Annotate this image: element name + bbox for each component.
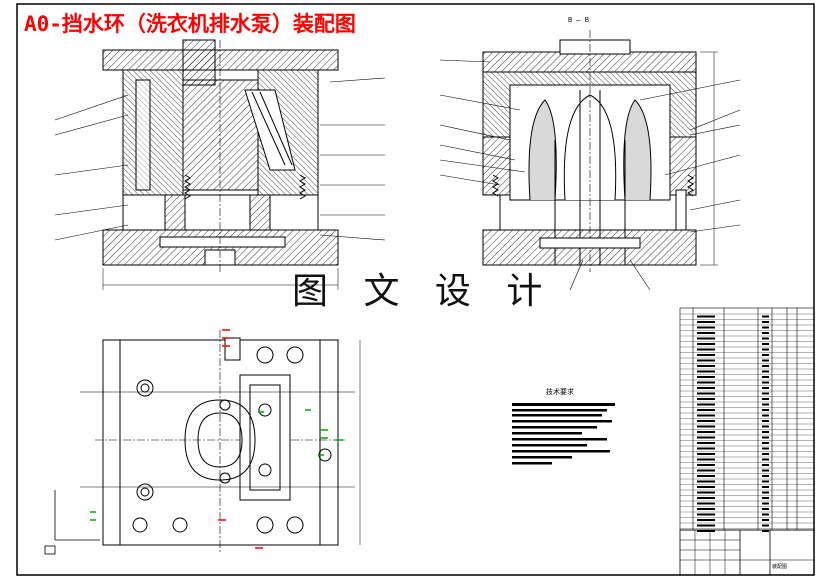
parts-list-cell-mark <box>762 343 769 345</box>
parts-list-cell-mark <box>697 502 715 505</box>
parts-list-cell-mark <box>697 354 715 356</box>
parts-list-cell-mark <box>762 442 769 444</box>
parts-list-cell-mark <box>697 442 715 444</box>
parts-list-cell-mark <box>762 332 769 334</box>
parts-list-cell-mark <box>697 403 715 406</box>
parts-list-cell-mark <box>762 354 769 356</box>
plan-view <box>44 330 361 555</box>
side-section-view <box>439 30 741 291</box>
parts-list-cell-mark <box>697 359 715 362</box>
parts-list-cell-mark <box>762 447 769 450</box>
parts-list-cell-mark <box>697 398 715 400</box>
parts-list-cell-mark <box>762 497 769 499</box>
parts-list-cell-mark <box>697 497 715 499</box>
parts-list-cell-mark <box>697 469 715 472</box>
parts-list-cell-mark <box>697 513 715 516</box>
parts-list-cell-mark <box>762 530 769 532</box>
front-section-view <box>54 39 386 290</box>
parts-list-cell-mark <box>762 392 769 395</box>
parts-list-cell-mark <box>762 359 769 362</box>
parts-list-cell-mark <box>762 469 769 472</box>
parts-list-cell-mark <box>697 453 715 455</box>
parts-list-cell-mark <box>697 436 715 439</box>
parts-list-cell-mark <box>762 326 769 329</box>
parts-list-cell-mark <box>697 381 715 384</box>
parts-list-cell-mark <box>697 508 715 510</box>
parts-list-cell-mark <box>762 464 769 466</box>
parts-list-cell-mark <box>697 447 715 450</box>
parts-list-cell-mark <box>762 315 769 318</box>
parts-list-cell-mark <box>762 480 769 483</box>
parts-list-cell-mark <box>762 398 769 400</box>
parts-list-cell-mark <box>762 458 769 461</box>
title-block-name: 装配图 <box>772 564 788 570</box>
parts-list-cell-mark <box>697 321 715 323</box>
parts-list-cell-mark <box>697 414 715 417</box>
parts-list-cell-mark <box>762 502 769 505</box>
drawing-title: A0-挡水环（洗衣机排水泵）装配图 <box>24 12 356 36</box>
parts-list-cell-mark <box>762 491 769 494</box>
parts-list-cell-mark <box>697 315 715 318</box>
parts-list-cell-mark <box>697 343 715 345</box>
parts-list-cell-mark <box>762 508 769 510</box>
parts-list-cell-mark <box>762 348 769 351</box>
parts-list-cell-mark <box>697 480 715 483</box>
sheet-border <box>16 3 815 576</box>
parts-list-cell-mark <box>697 431 715 433</box>
watermark: 图 文 设 计 <box>292 271 555 312</box>
parts-list-cell-mark <box>762 420 769 422</box>
parts-list-cell-mark <box>762 431 769 433</box>
parts-list-cell-mark <box>697 491 715 494</box>
parts-list-cell-mark <box>697 524 715 527</box>
parts-list-cell-mark <box>697 409 715 411</box>
parts-list-cell-mark <box>762 475 769 477</box>
parts-list-cell-mark <box>762 387 769 389</box>
parts-list-cell-mark <box>697 392 715 395</box>
parts-list-cell-mark <box>697 376 715 378</box>
technical-requirements-title: 技术要求 <box>546 389 574 396</box>
parts-list-cell-mark <box>697 370 715 373</box>
section-label: B — B <box>568 17 590 25</box>
technical-requirements-block <box>512 403 615 465</box>
parts-list-cell-mark <box>762 524 769 527</box>
parts-list-cell-mark <box>762 381 769 384</box>
parts-list-cell-mark <box>762 513 769 516</box>
parts-list-cell-mark <box>762 370 769 373</box>
parts-list-cell-mark <box>697 348 715 351</box>
parts-list-cell-mark <box>697 475 715 477</box>
parts-list-cell-mark <box>762 376 769 378</box>
plan-markers <box>90 329 343 549</box>
parts-list-cell-mark <box>762 425 769 428</box>
parts-list-cell-mark <box>697 337 715 340</box>
parts-list-cell-mark <box>697 486 715 488</box>
title-block <box>679 529 815 576</box>
parts-list-cell-mark <box>697 519 715 521</box>
parts-list-cell-mark <box>762 365 769 367</box>
parts-list-cell-mark <box>762 337 769 340</box>
parts-list-cell-mark <box>762 409 769 411</box>
parts-list-cell-mark <box>697 464 715 466</box>
parts-list-cell-mark <box>697 387 715 389</box>
parts-list-cell-mark <box>697 332 715 334</box>
parts-list-cell-mark <box>762 414 769 417</box>
parts-list-cell-mark <box>697 530 715 532</box>
parts-list-cell-mark <box>697 326 715 329</box>
parts-list-cell-mark <box>697 458 715 461</box>
parts-list-cell-mark <box>697 425 715 428</box>
parts-list-cell-mark <box>762 486 769 488</box>
parts-list-cell-mark <box>697 420 715 422</box>
parts-list-cell-mark <box>762 321 769 323</box>
parts-list-cell-mark <box>762 403 769 406</box>
parts-list-cell-mark <box>762 453 769 455</box>
parts-list-cell-mark <box>762 519 769 521</box>
parts-list-cell-mark <box>762 436 769 439</box>
parts-list-table <box>679 307 815 531</box>
parts-list-rows <box>680 313 814 532</box>
parts-list-cell-mark <box>697 365 715 367</box>
